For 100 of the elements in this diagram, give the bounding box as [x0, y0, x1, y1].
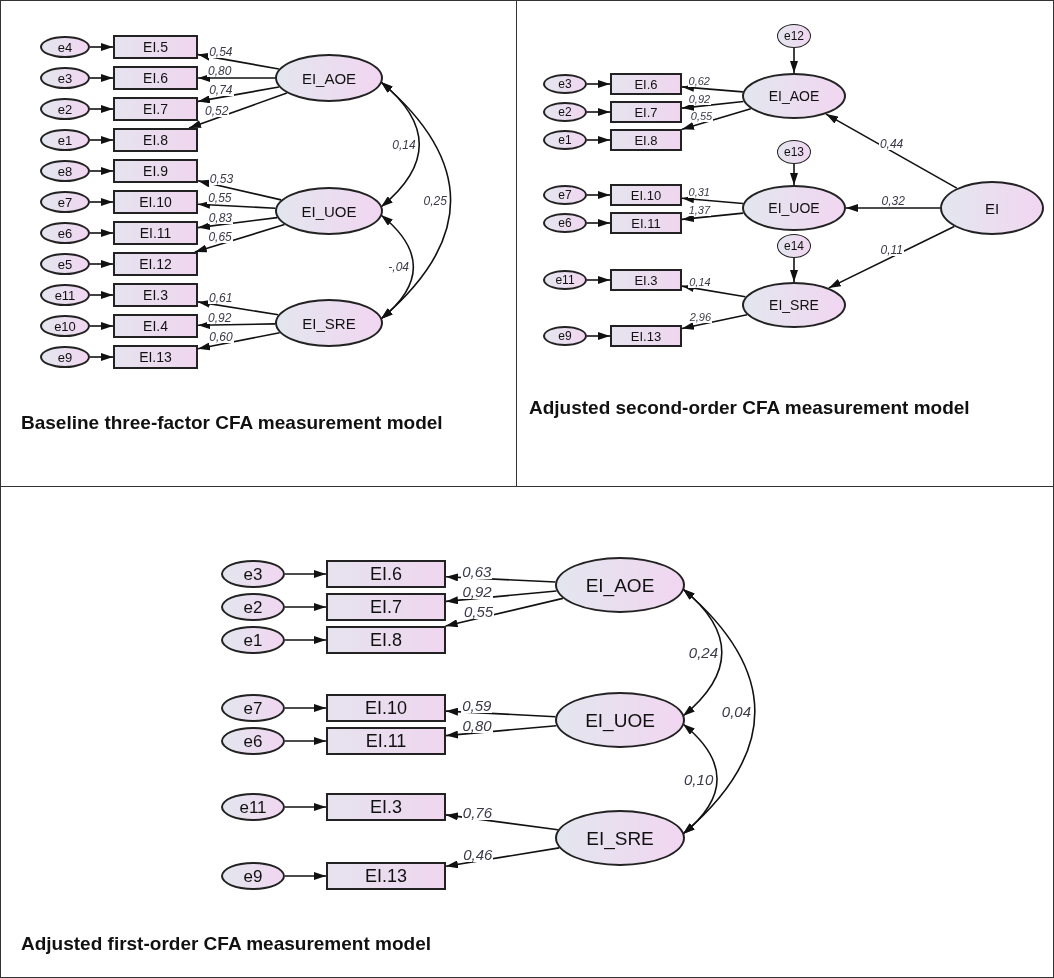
observed-variable-box: EI.10	[326, 694, 446, 722]
edge-label: 0,55	[689, 111, 714, 123]
observed-variable-box: EI.8	[326, 626, 446, 654]
edge-label: 0,59	[461, 698, 493, 714]
latent-variable-ellipse: EI_AOE	[555, 557, 685, 613]
error-term-ellipse: e8	[40, 160, 90, 182]
error-term-ellipse: e6	[40, 222, 90, 244]
error-term-ellipse: e7	[221, 694, 285, 722]
arrow	[284, 704, 327, 712]
latent-variable-ellipse: EI_AOE	[275, 54, 383, 102]
arrow	[586, 108, 611, 116]
arrow	[89, 74, 114, 82]
error-term-ellipse: e9	[40, 346, 90, 368]
arrow	[681, 195, 744, 205]
arrow	[586, 80, 611, 88]
observed-variable-box: EI.3	[113, 283, 198, 307]
edge-label: 0,74	[208, 84, 234, 97]
edge-label: 0,52	[203, 105, 230, 118]
arrow	[197, 299, 279, 316]
arrow	[188, 92, 288, 129]
observed-variable-box: EI.3	[610, 269, 682, 291]
observed-variable-box: EI.8	[113, 128, 198, 152]
panel-caption: Adjusted second-order CFA measurement model	[529, 396, 971, 420]
edge-label: 0,44	[878, 138, 905, 151]
arrow	[828, 225, 955, 289]
error-term-ellipse: e2	[543, 102, 587, 122]
observed-variable-box: EI.13	[610, 325, 682, 347]
observed-variable-box: EI.4	[113, 314, 198, 338]
arrow	[284, 603, 327, 611]
covariance-arrow	[380, 81, 421, 208]
observed-variable-box: EI.7	[610, 101, 682, 123]
latent-variable-ellipse: EI_UOE	[555, 692, 685, 748]
error-term-ellipse: e7	[543, 185, 587, 205]
observed-variable-box: EI.10	[610, 184, 682, 206]
error-term-ellipse: e11	[543, 270, 587, 290]
latent-variable-ellipse: EI	[940, 181, 1044, 235]
observed-variable-box: EI.6	[610, 73, 682, 95]
arrow	[681, 108, 752, 131]
error-term-ellipse: e1	[543, 130, 587, 150]
edge-label: 0,92	[687, 93, 712, 105]
error-term-ellipse: e5	[40, 253, 90, 275]
arrow	[790, 47, 798, 74]
error-term-ellipse: e3	[40, 67, 90, 89]
error-term-ellipse: e14	[777, 234, 811, 258]
latent-variable-ellipse: EI_SRE	[275, 299, 383, 347]
error-term-ellipse: e2	[40, 98, 90, 120]
edge-label: 0,65	[207, 231, 233, 244]
observed-variable-box: EI.8	[610, 129, 682, 151]
covariance-arrow	[380, 214, 415, 320]
observed-variable-box: EI.9	[113, 159, 198, 183]
edge-label: 0,11	[879, 244, 904, 257]
arrow	[197, 331, 281, 351]
edge-label: 0,55	[207, 192, 233, 205]
arrow	[681, 83, 744, 93]
arrow	[681, 314, 748, 330]
edge-label: 2,96	[688, 312, 713, 324]
figure-panel	[0, 0, 517, 487]
arrow	[197, 86, 280, 104]
arrow	[790, 163, 798, 186]
observed-variable-box: EI.5	[113, 35, 198, 59]
arrow	[89, 353, 114, 361]
arrow	[89, 105, 114, 113]
latent-variable-ellipse: EI_AOE	[742, 73, 846, 119]
error-term-ellipse: e7	[40, 191, 90, 213]
observed-variable-box: EI.11	[610, 212, 682, 234]
error-term-ellipse: e10	[40, 315, 90, 337]
latent-variable-ellipse: EI_SRE	[555, 810, 685, 866]
observed-variable-box: EI.11	[113, 221, 198, 245]
error-term-ellipse: e4	[40, 36, 90, 58]
figure-panel	[0, 486, 1054, 978]
edge-label: 0,53	[208, 173, 235, 186]
error-term-ellipse: e1	[221, 626, 285, 654]
error-term-ellipse: e9	[543, 326, 587, 346]
arrow	[89, 322, 114, 330]
arrow	[89, 260, 114, 268]
figure-panel	[516, 0, 1054, 487]
arrow	[197, 74, 276, 82]
panel-caption: Adjusted first-order CFA measurement model	[21, 932, 432, 956]
covariance-arrow	[682, 723, 718, 835]
observed-variable-box: EI.7	[113, 97, 198, 121]
error-term-ellipse: e3	[221, 560, 285, 588]
arrow	[89, 43, 114, 51]
arrow	[284, 872, 327, 880]
arrow	[790, 257, 798, 283]
edge-label: 0,32	[880, 195, 906, 207]
arrow	[89, 136, 114, 144]
arrow	[89, 167, 114, 175]
arrow	[197, 52, 280, 70]
edge-label: 0,24	[687, 645, 719, 660]
arrow	[681, 100, 745, 111]
observed-variable-box: EI.6	[326, 560, 446, 588]
arrow	[586, 276, 611, 284]
edge-label: 0,31	[687, 187, 711, 199]
observed-variable-box: EI.13	[326, 862, 446, 890]
error-term-ellipse: e9	[221, 862, 285, 890]
arrow	[586, 136, 611, 144]
covariance-arrow	[682, 588, 723, 717]
arrow	[681, 284, 747, 298]
arrow	[197, 179, 282, 201]
latent-variable-ellipse: EI_UOE	[742, 185, 846, 231]
